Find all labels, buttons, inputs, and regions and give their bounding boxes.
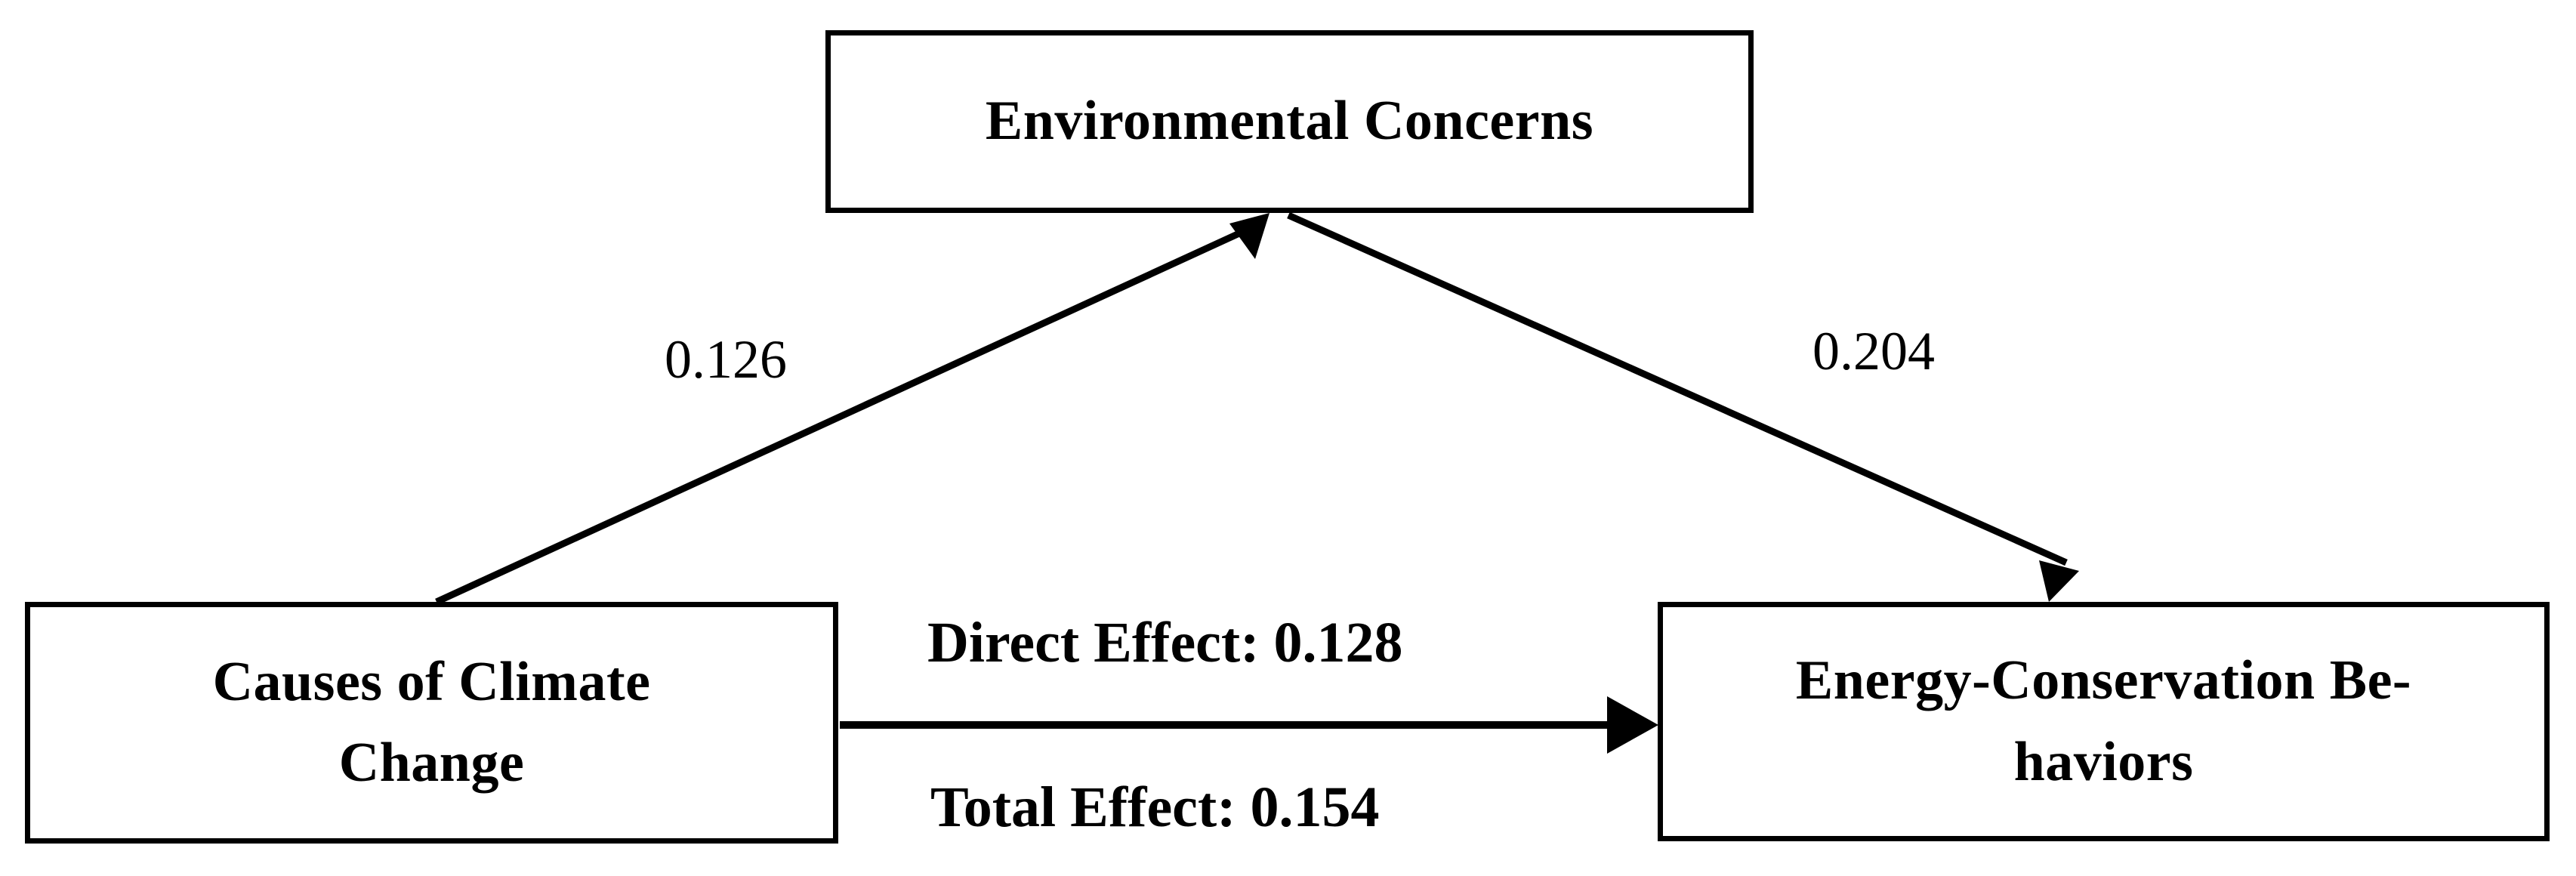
node-environmental-concerns-label: Environmental Concerns (985, 90, 1594, 153)
node-causes-climate-change-label-line1: Causes of Climate (212, 650, 651, 713)
edge-path-c-arrowhead (1607, 696, 1658, 754)
edge-label-path-a-coefficient: 0.126 (665, 329, 787, 390)
edge-path-a-arrowhead (1229, 213, 1269, 259)
edge-path-a-line (435, 221, 1259, 606)
edge-path-b-line (1287, 211, 2068, 566)
node-causes-climate-change[interactable]: Causes of Climate Change (25, 602, 838, 844)
node-causes-climate-change-label-line2: Change (338, 732, 525, 794)
edge-label-total-effect: Total Effect: 0.154 (930, 776, 1380, 839)
edge-label-path-b-coefficient: 0.204 (1812, 321, 1935, 381)
edge-label-direct-effect: Direct Effect: 0.128 (927, 611, 1403, 674)
edge-path-b (1287, 211, 2079, 602)
edge-path-a (435, 213, 1269, 606)
node-energy-conservation-behaviors-label-line2: haviors (2013, 730, 2194, 793)
edge-path-c (840, 696, 1658, 754)
node-energy-conservation-behaviors[interactable]: Energy-Conservation Be- haviors (1658, 602, 2550, 841)
node-environmental-concerns[interactable]: Environmental Concerns (825, 30, 1754, 213)
node-energy-conservation-behaviors-label-line1: Energy-Conservation Be- (1795, 649, 2412, 712)
node-causes-climate-change-label: Causes of Climate Change (199, 642, 665, 804)
edge-path-b-arrowhead (2039, 560, 2079, 602)
node-energy-conservation-behaviors-label: Energy-Conservation Be- haviors (1782, 640, 2425, 803)
